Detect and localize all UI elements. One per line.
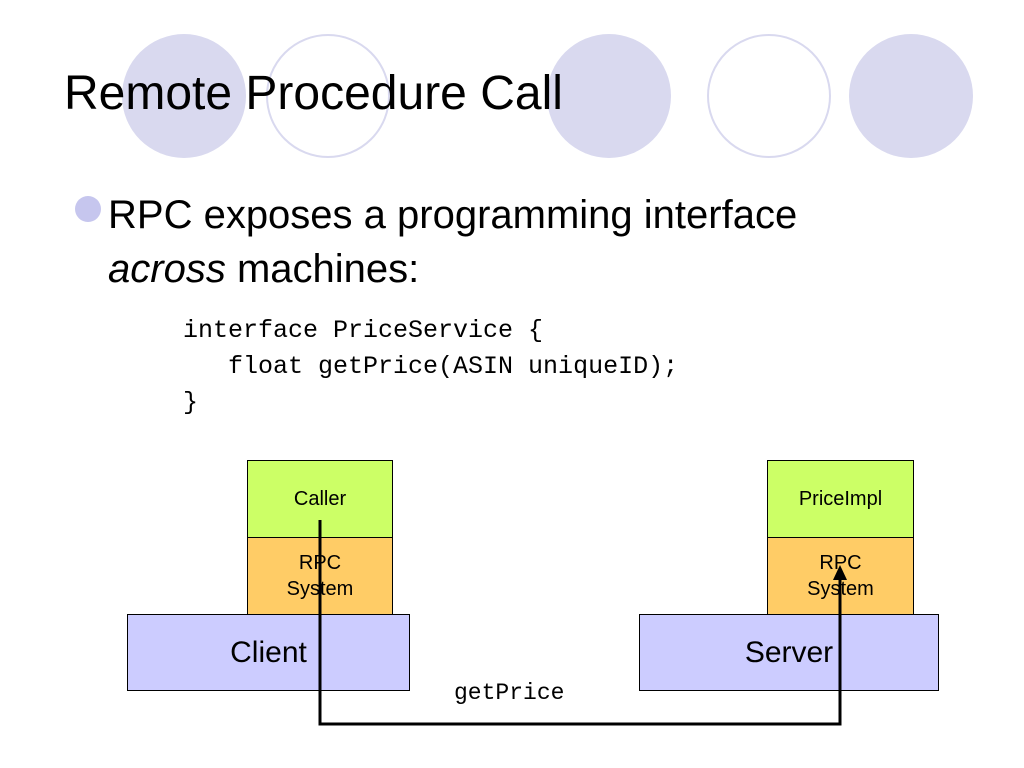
get-price-call-label: getPrice	[454, 680, 565, 706]
decor-circle	[849, 34, 973, 158]
server-box: Server	[639, 614, 939, 691]
rpc-label-line: RPC	[819, 552, 862, 574]
slide-title: Remote Procedure Call	[64, 67, 563, 120]
price-impl-label: PriceImpl	[798, 487, 883, 510]
bullet-text-end: machines:	[236, 247, 420, 291]
bullet-emphasis: across	[108, 247, 226, 291]
bullet-icon	[75, 196, 101, 222]
code-block: interface PriceService { float getPrice(…	[183, 313, 678, 421]
bullet-text: RPC exposes a programming interface acro…	[108, 188, 988, 296]
call-path-line	[318, 520, 842, 726]
decor-circle-outline	[707, 34, 831, 158]
bullet-text-main: RPC exposes a programming interface	[108, 193, 798, 237]
client-label: Client	[230, 635, 307, 669]
server-label: Server	[744, 635, 834, 669]
code-line: interface PriceService {	[183, 316, 544, 345]
caller-label: Caller	[293, 487, 347, 510]
client-box: Client	[127, 614, 410, 691]
code-line: float getPrice(ASIN uniqueID);	[183, 352, 679, 381]
decor-circle	[122, 34, 246, 158]
decor-circle-outline	[266, 34, 390, 158]
decor-circle	[547, 34, 671, 158]
code-line: }	[183, 388, 199, 417]
arrowhead-icon	[833, 565, 847, 580]
price-impl-box: PriceImpl	[767, 460, 914, 538]
